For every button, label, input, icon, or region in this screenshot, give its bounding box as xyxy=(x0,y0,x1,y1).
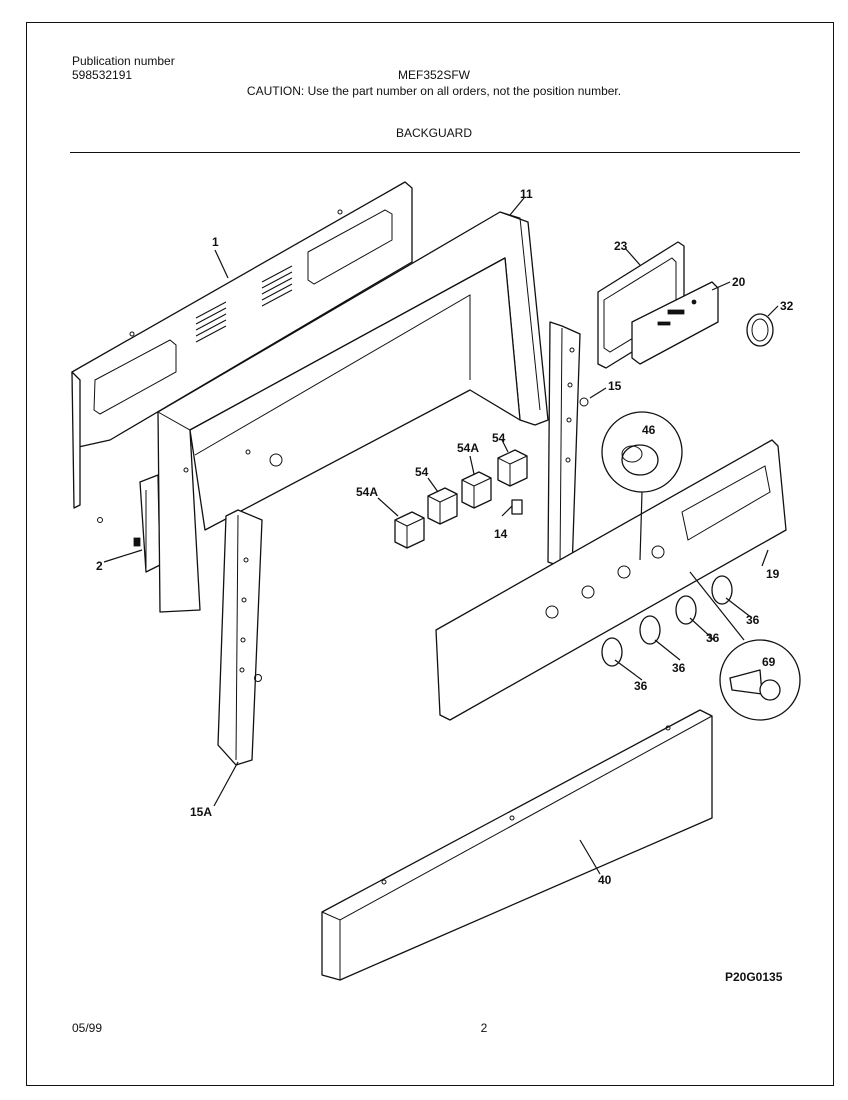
part-20-clock-overlay xyxy=(631,281,719,365)
part-11-backguard-frame xyxy=(157,211,549,613)
callout-20: 20 xyxy=(732,275,746,289)
diagram-code: P20G0135 xyxy=(725,970,783,984)
callout-1: 1 xyxy=(212,235,219,249)
part-40-lower-trim xyxy=(321,709,713,981)
part-54a-switch-left xyxy=(394,511,425,549)
page-number: 2 xyxy=(480,1021,488,1035)
part-15a-left-end-cap xyxy=(217,509,263,766)
part-46-detail-circle xyxy=(601,411,683,493)
revision-date: 05/99 xyxy=(72,1021,103,1035)
part-15-right-end-cap xyxy=(547,321,589,571)
caution-note: CAUTION: Use the part number on all orde… xyxy=(246,84,622,98)
publication-label: Publication number xyxy=(72,54,175,68)
callout-40: 40 xyxy=(598,873,612,887)
callout-2: 2 xyxy=(96,559,103,573)
callout-15a: 15A xyxy=(190,805,212,819)
part-32-clock-knob xyxy=(746,313,774,347)
callout-36-2: 36 xyxy=(672,661,686,675)
callout-69: 69 xyxy=(762,655,776,669)
callout-32: 32 xyxy=(780,299,794,313)
callout-54a-2: 54A xyxy=(457,441,479,455)
callout-36-3: 36 xyxy=(706,631,720,645)
section-title: BACKGUARD xyxy=(395,126,473,140)
header-divider xyxy=(70,152,800,153)
callout-54-1: 54 xyxy=(415,465,429,479)
callout-36-1: 36 xyxy=(634,679,648,693)
part-54-switch-right xyxy=(497,449,528,487)
page-border xyxy=(26,22,834,1086)
callout-46: 46 xyxy=(642,423,656,437)
callout-54a-1: 54A xyxy=(356,485,378,499)
part-69-screw-detail xyxy=(719,639,801,721)
part-54a-switch-right xyxy=(461,471,492,509)
callout-11: 11 xyxy=(520,187,533,201)
callout-54-2: 54 xyxy=(492,431,506,445)
part-1-rear-panel xyxy=(71,181,413,523)
leader-lines xyxy=(103,197,779,875)
callout-14: 14 xyxy=(494,527,508,541)
callout-19: 19 xyxy=(766,567,780,581)
part-54-switch-left xyxy=(427,487,458,525)
part-14-indicator-light xyxy=(511,499,523,515)
callout-36-4: 36 xyxy=(746,613,760,627)
publication-number: 598532191 xyxy=(72,68,133,82)
part-19-control-panel xyxy=(435,439,787,721)
callout-23: 23 xyxy=(614,239,628,253)
model-number: MEF352SFW xyxy=(397,68,471,82)
callout-15: 15 xyxy=(608,379,622,393)
part-36-knobs xyxy=(601,575,733,667)
part-2-bracket xyxy=(133,474,161,573)
